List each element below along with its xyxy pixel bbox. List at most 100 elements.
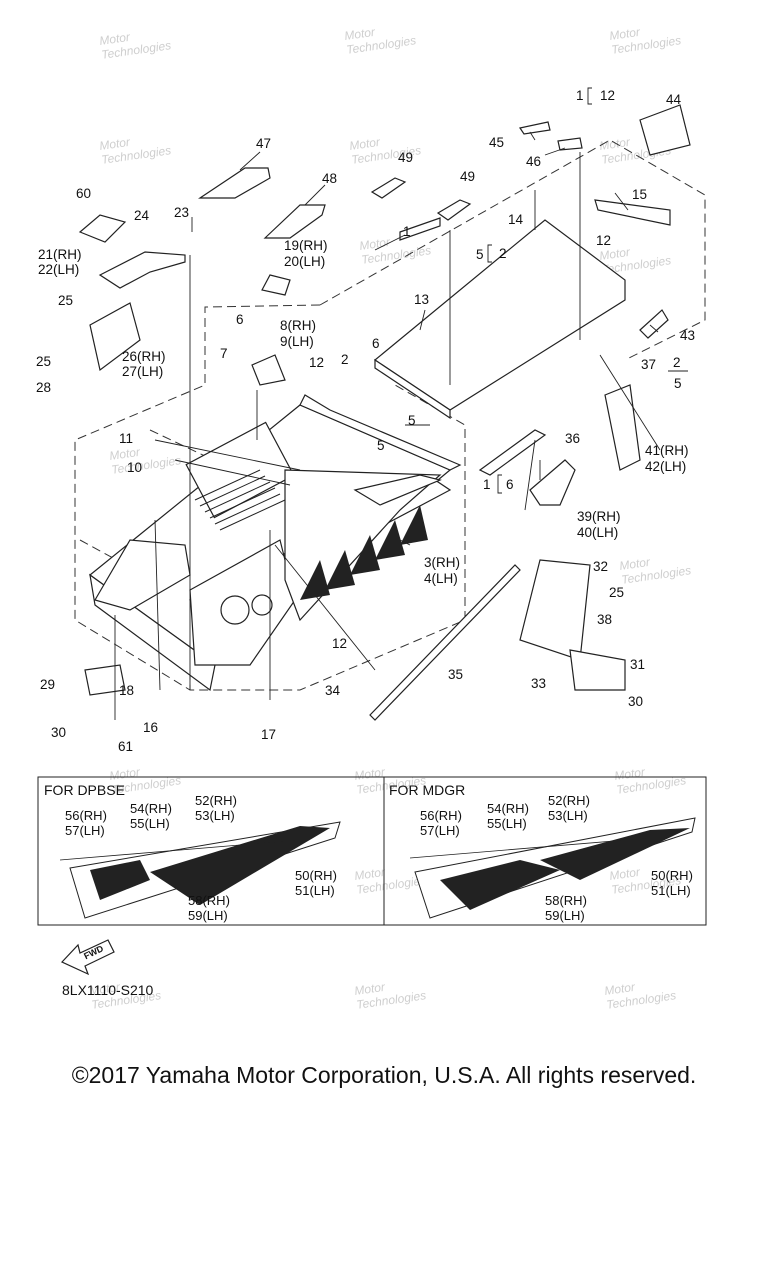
callout-39-rh: 39(RH)	[577, 509, 621, 524]
svg-text:Motor: Motor	[608, 25, 641, 43]
decal-label: 50(RH)	[295, 868, 337, 883]
callout-44: 44	[666, 92, 682, 107]
callout-8-rh: 8(RH)	[280, 318, 316, 333]
callout-21-rh: 21(RH)	[38, 247, 82, 262]
callout-28: 28	[36, 380, 51, 395]
callout-30: 30	[628, 694, 643, 709]
callout-35: 35	[448, 667, 463, 682]
callout-5: 5	[377, 438, 385, 453]
svg-text:Motor: Motor	[343, 25, 376, 43]
svg-text:Motor: Motor	[358, 235, 391, 253]
decal-label: 59(LH)	[545, 908, 585, 923]
fwd-arrow-icon: FWD	[60, 939, 115, 976]
callout-7: 7	[220, 346, 228, 361]
truss-triangles	[300, 505, 428, 600]
callout-5: 5	[476, 247, 484, 262]
svg-text:Motor: Motor	[598, 135, 631, 153]
loose-parts	[78, 104, 691, 721]
callout-6: 6	[236, 312, 244, 327]
decal-label: 51(LH)	[651, 883, 691, 898]
decal-label: 54(RH)	[130, 801, 172, 816]
callout-9-lh: 9(LH)	[280, 334, 314, 349]
callout-12: 12	[600, 88, 615, 103]
callout-24: 24	[134, 208, 150, 223]
part-60	[78, 214, 127, 243]
copyright-notice: ©2017 Yamaha Motor Corporation, U.S.A. A…	[71, 1062, 697, 1088]
decal-label: 58(RH)	[188, 893, 230, 908]
part-19	[261, 274, 291, 296]
callout-11: 11	[119, 431, 133, 446]
callout-60: 60	[76, 186, 91, 201]
part-39	[529, 459, 576, 506]
decal-label: 55(LH)	[130, 816, 170, 831]
callout-4-lh: 4(LH)	[424, 571, 458, 586]
callout-47: 47	[256, 136, 271, 151]
callout-38: 38	[597, 612, 612, 627]
decal-label: 56(RH)	[65, 808, 107, 823]
part-47	[198, 167, 271, 199]
decal-label: 51(LH)	[295, 883, 335, 898]
callout-37: 37	[641, 357, 656, 372]
part-35	[369, 564, 521, 721]
svg-text:Motor: Motor	[608, 865, 641, 883]
callout-17: 17	[261, 727, 276, 742]
callout-22-lh: 22(LH)	[38, 262, 79, 277]
svg-text:Motor: Motor	[613, 765, 646, 783]
decal-label: 58(RH)	[545, 893, 587, 908]
callout-27-lh: 27(LH)	[122, 364, 163, 379]
callout-12: 12	[596, 233, 611, 248]
vent-slots	[194, 469, 286, 531]
decal-box-mdgr: FOR MDGR 56(RH) 57(LH) 54(RH) 55(LH) 52(…	[383, 776, 707, 926]
rear-tunnel-plate	[373, 199, 671, 420]
callout-1: 1	[403, 224, 411, 239]
callout-36: 36	[565, 431, 580, 446]
part-41	[604, 384, 641, 471]
callout-20-lh: 20(LH)	[284, 254, 325, 269]
part-49b	[436, 199, 472, 221]
callout-3-rh: 3(RH)	[424, 555, 460, 570]
callout-13: 13	[414, 292, 429, 307]
svg-text:Motor: Motor	[88, 980, 121, 998]
svg-text:Motor: Motor	[98, 135, 131, 153]
part-49a	[370, 177, 407, 199]
callout-25: 25	[58, 293, 73, 308]
part-36	[478, 429, 547, 476]
callout-5: 5	[408, 413, 416, 428]
callout-29: 29	[40, 677, 55, 692]
callout-43: 43	[680, 328, 695, 343]
callout-46: 46	[526, 154, 541, 169]
decal-label: 52(RH)	[548, 793, 590, 808]
decal-label: 57(LH)	[65, 823, 105, 838]
decal-label: 50(RH)	[651, 868, 693, 883]
svg-text:Motor: Motor	[98, 30, 131, 48]
callout-30: 30	[51, 725, 66, 740]
callout-32: 32	[593, 559, 608, 574]
callout-42-lh: 42(LH)	[645, 459, 686, 474]
part-46	[557, 137, 583, 151]
box-title: FOR DPBSE	[44, 782, 125, 798]
callout-14: 14	[508, 212, 524, 227]
svg-text:Motor: Motor	[353, 980, 386, 998]
callout-19-rh: 19(RH)	[284, 238, 328, 253]
callout-6: 6	[372, 336, 380, 351]
box-title: FOR MDGR	[389, 782, 465, 798]
callout-16: 16	[143, 720, 158, 735]
callout-33: 33	[531, 676, 546, 691]
part-21	[98, 251, 186, 289]
callout-6: 6	[506, 477, 514, 492]
decal-box-dpbse: FOR DPBSE 56(RH) 57(LH) 54(RH) 55(LH) 52…	[37, 776, 385, 926]
callout-48: 48	[322, 171, 337, 186]
callout-49: 49	[398, 150, 413, 165]
callout-40-lh: 40(LH)	[577, 525, 618, 540]
callout-12: 12	[332, 636, 347, 651]
callout-15: 15	[632, 187, 647, 202]
